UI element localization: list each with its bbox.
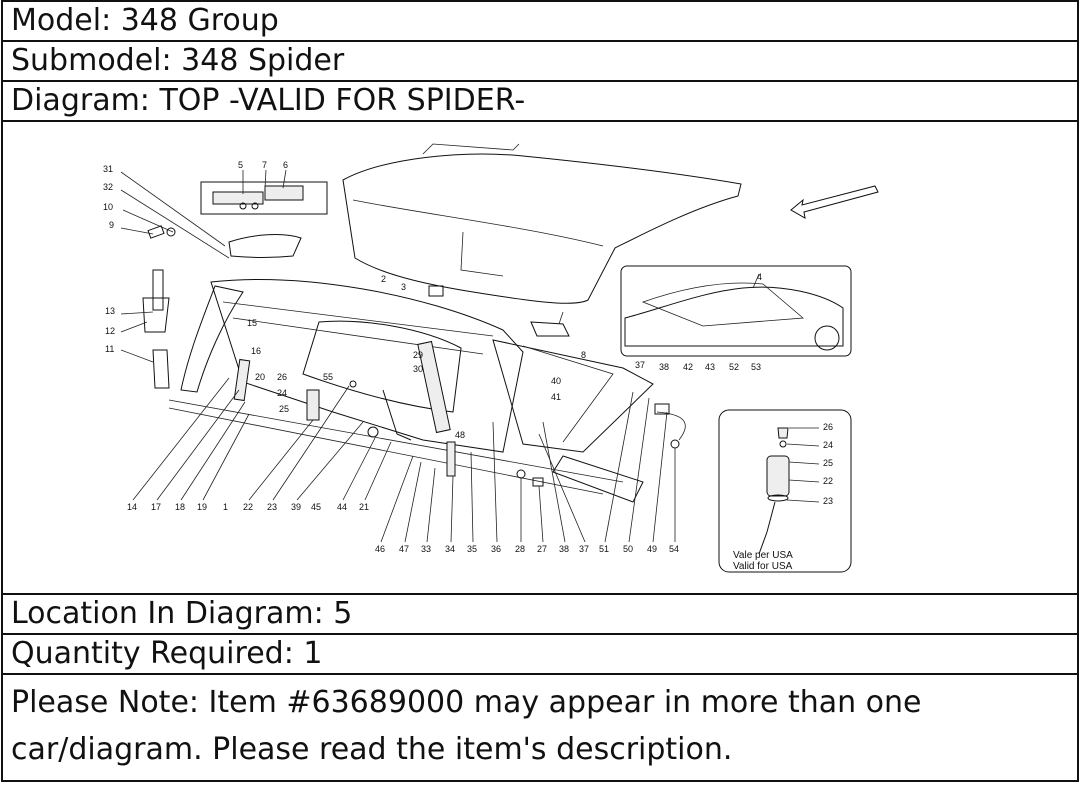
callout-10: 10 [103,202,114,212]
callout-55: 55 [323,372,334,382]
callout-45: 45 [311,502,322,512]
callout-24: 24 [277,388,288,398]
callout-13: 13 [105,306,116,316]
direction-arrow-icon [790,185,879,219]
callout-54: 54 [669,544,680,554]
inset-callout-25: 25 [823,458,834,468]
callout-1: 1 [223,502,229,512]
callout-46: 46 [375,544,386,554]
callout-38-top: 38 [659,362,670,372]
callout-11: 11 [105,344,115,354]
callout-15: 15 [247,318,258,328]
callout-52: 52 [729,362,740,372]
note-line-1: Please Note: Item #63689000 may appear i… [11,685,922,720]
callout-28: 28 [515,544,526,554]
callout-6: 6 [283,160,289,170]
callout-43: 43 [705,362,716,372]
callout-18: 18 [175,502,186,512]
callout-25: 25 [279,404,290,414]
callout-9: 9 [109,220,115,230]
callout-35: 35 [467,544,478,554]
location-in-diagram: Location In Diagram: 5 [3,595,1077,635]
item-note: Please Note: Item #63689000 may appear i… [3,675,1077,780]
detail-box [200,181,328,215]
note-line-2: car/diagram. Please read the item's desc… [11,732,733,767]
roof-frame [210,279,524,453]
parts-diagram-drawing [120,143,879,573]
callout-23: 23 [267,502,278,512]
callout-49: 49 [647,544,658,554]
quantity-required: Quantity Required: 1 [3,635,1077,675]
callout-4: 4 [757,272,763,282]
callout-29: 29 [413,350,424,360]
callout-31: 31 [103,164,114,174]
callout-30: 30 [413,364,424,374]
callout-32: 32 [103,182,114,192]
diagram-title: Diagram: TOP -VALID FOR SPIDER- [3,82,1077,122]
usa-inset [718,409,852,573]
callout-44: 44 [337,502,348,512]
callout-8: 8 [581,350,587,360]
callout-7: 7 [262,160,268,170]
inset-callout-23: 23 [823,496,834,506]
callout-34: 34 [445,544,456,554]
callout-53: 53 [751,362,762,372]
callout-36: 36 [491,544,502,554]
callout-3: 3 [401,282,407,292]
callout-40: 40 [551,376,562,386]
parts-diagram: 5 7 6 31 32 10 9 13 12 11 2 3 15 16 20 2… [3,122,1077,595]
callout-37: 37 [579,544,590,554]
callout-19: 19 [197,502,208,512]
callout-41: 41 [551,392,562,402]
inset-caption-en: Valid for USA [733,561,793,572]
callout-16: 16 [251,346,262,356]
callout-22: 22 [243,502,254,512]
callout-42: 42 [683,362,694,372]
soft-top-cover [342,153,742,304]
callout-26: 26 [277,372,288,382]
callout-2: 2 [381,274,387,284]
callout-33: 33 [421,544,432,554]
inset-callout-24: 24 [823,440,834,450]
callout-39: 39 [291,502,302,512]
callout-48: 48 [455,430,466,440]
car-inset [620,265,852,357]
rear-window [302,320,462,413]
inset-callout-26: 26 [823,422,834,432]
callout-27: 27 [537,544,548,554]
callout-12: 12 [105,326,116,336]
callout-14: 14 [127,502,138,512]
model-label: Model: 348 Group [3,2,1077,42]
callout-38: 38 [559,544,570,554]
callout-51: 51 [599,544,610,554]
callout-layer: 5 7 6 31 32 10 9 13 12 11 2 3 15 16 20 2… [3,122,1077,593]
callout-47: 47 [399,544,410,554]
callout-20: 20 [255,372,266,382]
callout-5: 5 [238,160,244,170]
inset-callout-22: 22 [823,476,834,486]
callout-21: 21 [359,502,370,512]
inset-caption-it: Vale per USA [733,550,793,561]
submodel-label: Submodel: 348 Spider [3,42,1077,82]
callout-50: 50 [623,544,634,554]
callout-37-top: 37 [635,360,646,370]
left-rail [180,285,244,393]
callout-17: 17 [151,502,162,512]
